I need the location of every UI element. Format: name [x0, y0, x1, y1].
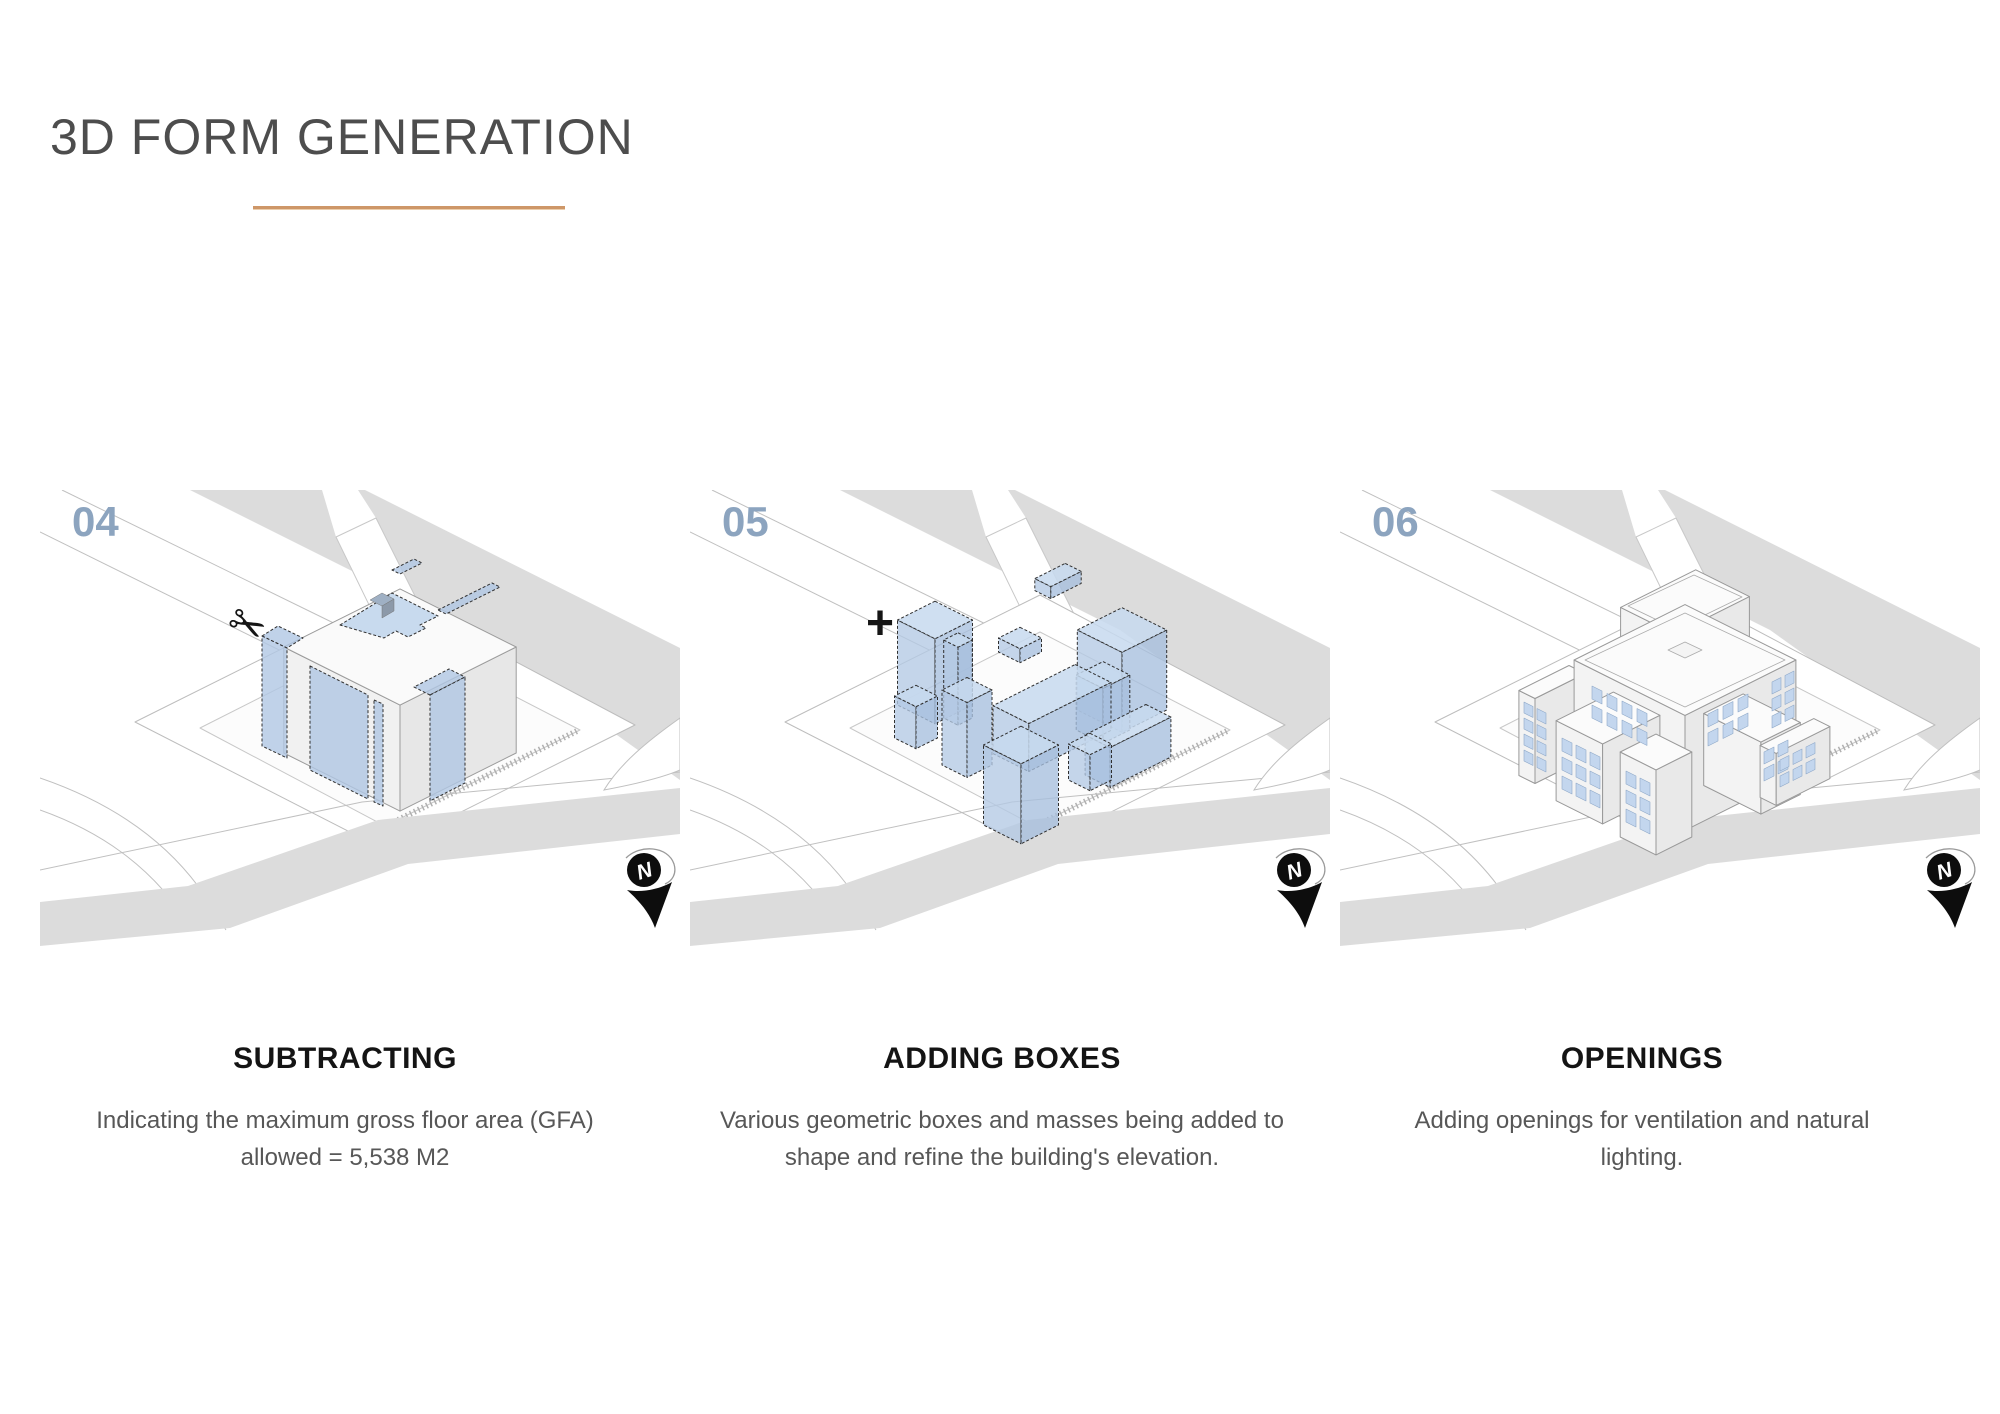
page-title: 3D FORM GENERATION — [50, 109, 634, 165]
building-mass-adding-boxes — [894, 562, 1172, 845]
description-line: shape and refine the building's elevatio… — [784, 1144, 1220, 1171]
step-number-05: 05 — [722, 498, 769, 545]
description-line: Indicating the maximum gross floor area … — [96, 1107, 594, 1134]
north-compass-icon: N — [1275, 848, 1326, 928]
step-04-diagram: ✂N — [40, 490, 680, 946]
building-mass-subtracting — [261, 558, 517, 812]
building-mass-openings — [1518, 569, 1831, 856]
step-04-caption: SUBTRACTING Indicating the maximum gross… — [55, 1042, 635, 1176]
step-06-diagram: N — [1340, 490, 1980, 946]
step-05-title: ADDING BOXES — [883, 1042, 1121, 1075]
description-line: Adding openings for ventilation and natu… — [1414, 1107, 1870, 1134]
step-06-title: OPENINGS — [1560, 1042, 1724, 1075]
step-04-title: SUBTRACTING — [233, 1042, 457, 1075]
description-line: Various geometric boxes and masses being… — [720, 1107, 1284, 1134]
north-compass-icon: N — [1925, 848, 1976, 928]
step-05-panel: 05 +N — [690, 490, 1330, 960]
description-line: lighting. — [1600, 1144, 1684, 1171]
step-05-caption: ADDING BOXES Various geometric boxes and… — [712, 1042, 1292, 1176]
step-06-panel: 06 N — [1340, 490, 1980, 960]
title-underline — [253, 206, 565, 210]
step-number-06: 06 — [1372, 498, 1419, 545]
north-compass-icon: N — [625, 848, 676, 928]
window-openings — [1523, 670, 1816, 835]
step-06-description: Adding openings for ventilation and natu… — [1352, 1102, 1932, 1176]
step-05-diagram: +N — [690, 490, 1330, 946]
step-06-caption: OPENINGS Adding openings for ventilation… — [1352, 1042, 1932, 1176]
plus-icon: + — [866, 597, 894, 650]
description-line: allowed = 5,538 M2 — [240, 1144, 450, 1171]
step-05-description: Various geometric boxes and masses being… — [712, 1102, 1292, 1176]
step-04-description: Indicating the maximum gross floor area … — [55, 1102, 635, 1176]
step-04-panel: 04 ✂N — [40, 490, 680, 960]
step-number-04: 04 — [72, 498, 119, 545]
subtraction-volumes — [261, 558, 501, 807]
